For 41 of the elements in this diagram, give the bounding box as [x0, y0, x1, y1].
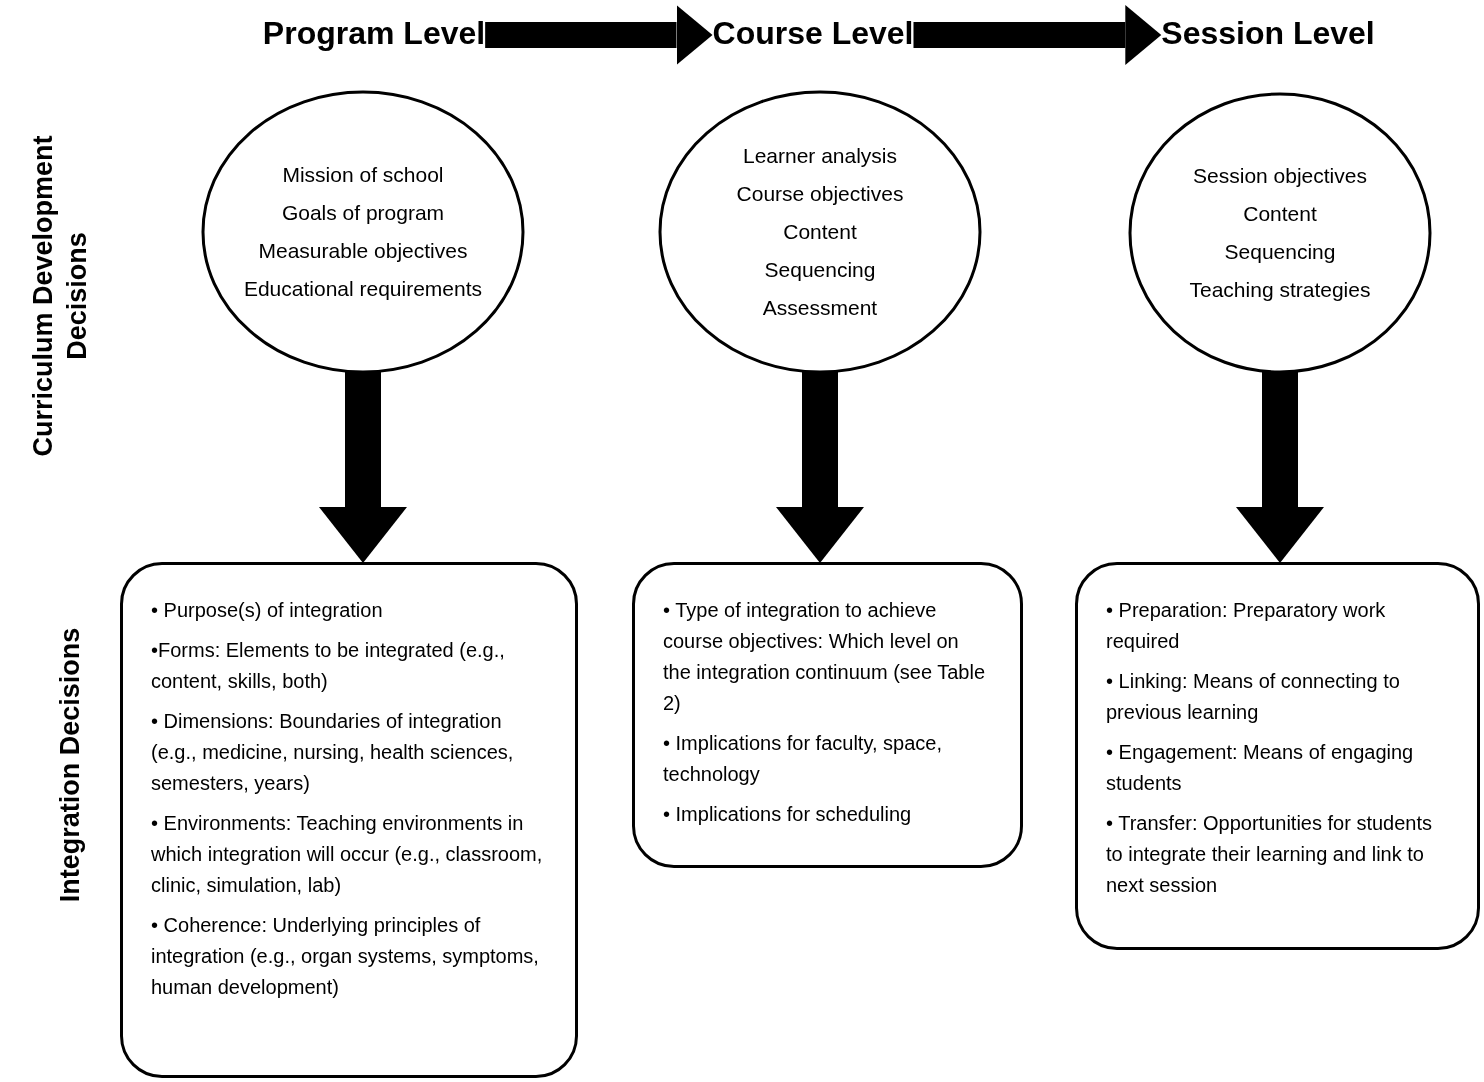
decision-item: Sequencing: [1224, 239, 1336, 265]
bullet-text: • Dimensions: Boundaries of integration (e.g., medicine, nursing, health sciences, semesters, years): [151, 709, 515, 796]
decision-item: Content: [1243, 201, 1317, 227]
decision-circle: [658, 90, 982, 374]
bullet-text: • Environments: Teaching environments in which integration will occur (e.g., classroom, clinic, simulation, lab): [151, 811, 544, 898]
bullet-text: • Engagement: Means of engaging students: [1106, 740, 1415, 796]
level-heading: Course Level: [712, 9, 914, 57]
decision-item: Learner analysis: [742, 143, 898, 169]
bullet-text: • Preparation: Preparatory work required: [1106, 598, 1387, 654]
level-heading: Session Level: [1161, 9, 1375, 57]
bullet-text: • Type of integration to achieve course objectives: Which level on the integration continuum (see Table 2): [663, 598, 987, 716]
block-arrow: [913, 5, 1162, 65]
decision-item: Sequencing: [764, 257, 876, 283]
bullet-text: • Linking: Means of connecting to previous learning: [1106, 669, 1401, 725]
bullet-text: • Purpose(s) of integration: [151, 598, 384, 623]
bullet-text: • Transfer: Opportunities for students to integrate their learning and link to next session: [1106, 811, 1434, 898]
integration-box: [1075, 562, 1480, 950]
block-arrow: [1236, 372, 1324, 563]
bullet-text: • Coherence: Underlying principles of integration (e.g., organ systems, symptoms, human development): [151, 913, 540, 1000]
decision-item: Measurable objectives: [258, 238, 468, 264]
decision-item: Educational requirements: [243, 276, 483, 302]
decision-item: Course objectives: [736, 181, 904, 207]
bullet-text: • Implications for faculty, space, technology: [663, 731, 943, 787]
decision-item: Session objectives: [1193, 163, 1367, 189]
decision-circle: [1128, 92, 1432, 374]
decision-item: Mission of school: [282, 162, 444, 188]
decision-item: Teaching strategies: [1189, 277, 1371, 303]
level-heading: Program Level: [262, 9, 486, 57]
decision-item: Content: [783, 219, 857, 245]
decision-item: Assessment: [762, 295, 878, 321]
block-arrow: [319, 372, 407, 563]
row-heading: Curriculum Development Decisions: [27, 134, 93, 459]
block-arrow: [485, 5, 713, 65]
row-heading: Integration Decisions: [54, 627, 86, 903]
integration-box: [632, 562, 1023, 868]
bullet-text: • Implications for scheduling: [663, 802, 913, 827]
bullet-text: •Forms: Elements to be integrated (e.g., content, skills, both): [151, 638, 506, 694]
integration-box: [120, 562, 578, 1078]
block-arrow: [776, 372, 864, 563]
decision-item: Goals of program: [281, 200, 445, 226]
decision-circle: [201, 90, 525, 374]
